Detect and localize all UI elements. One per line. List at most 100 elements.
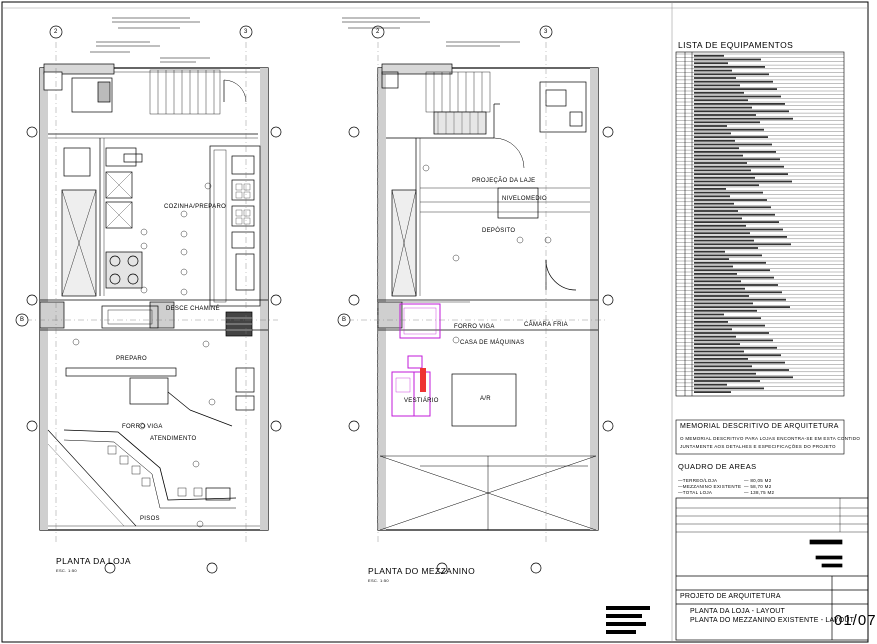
memorial-line-2: JUNTAMENTE AOS DETALHES E ESPECIFICAÇÕES…: [680, 444, 836, 449]
equipment-row-text: [694, 313, 724, 316]
equipment-row-text: [694, 383, 727, 386]
equipment-row-text: [694, 195, 730, 198]
equipment-row-text: [694, 114, 756, 116]
sheet-number: 01/07: [834, 612, 877, 629]
equipment-row-text: [694, 125, 727, 127]
areas-row-value-3: — 138,75 M2: [744, 490, 775, 495]
equipment-row-text: [694, 103, 785, 105]
equipment-list-title: LISTA DE EQUIPAMENTOS: [678, 40, 794, 50]
title-block: [675, 497, 869, 641]
areas-row-label-1: —TERREO/LOJA: [678, 478, 718, 483]
equipment-row-text: [694, 350, 744, 353]
equipment-row-text: [694, 361, 785, 364]
equipment-row-text: [694, 343, 740, 345]
room-label-preparo: PREPARO: [116, 356, 147, 362]
equipment-row-text: [694, 147, 739, 150]
equipment-row-text: [694, 143, 772, 146]
equipment-row-text: [694, 110, 789, 113]
equipment-row-text: [694, 221, 779, 223]
equipment-list-table: [675, 51, 845, 397]
equipment-row-text: [694, 88, 777, 90]
equipment-row-text: [694, 132, 731, 135]
equipment-row-text: [694, 339, 773, 342]
equipment-row-text: [694, 84, 740, 87]
equipment-row-text: [694, 191, 763, 194]
equipment-row-text: [694, 99, 748, 102]
memorial-box: [675, 419, 845, 455]
equipment-row-text: [694, 54, 724, 57]
grid-marker-b-store: B: [20, 317, 25, 323]
grid-marker-2-mezz: 2: [376, 29, 380, 35]
label-desce-chamine: DESCE CHAMINÉ: [166, 306, 220, 312]
equipment-row-text: [694, 95, 781, 98]
equipment-row-text: [694, 66, 765, 68]
equipment-row-text: [694, 58, 761, 61]
equipment-row-text: [694, 324, 765, 327]
equipment-row-text: [694, 276, 774, 279]
equipment-row-text: [694, 291, 782, 294]
label-forro-viga-mezz: FORRO VIGA: [454, 324, 495, 330]
equipment-row-text: [694, 380, 760, 382]
equipment-row-text: [694, 247, 758, 249]
equipment-row-text: [694, 321, 728, 323]
equipment-row-text: [694, 69, 732, 72]
equipment-row-text: [694, 302, 753, 305]
equipment-row-text: [694, 273, 737, 275]
equipment-row-text: [694, 261, 766, 264]
room-label-camara-fria: CÂMARA FRIA: [524, 322, 568, 328]
equipment-row-text: [694, 213, 775, 216]
label-vestiario: VESTIÁRIO: [404, 398, 439, 404]
equipment-row-text: [694, 121, 760, 124]
equipment-row-text: [694, 217, 742, 220]
equipment-row-text: [694, 80, 773, 83]
equipment-row-text: [694, 280, 741, 283]
equipment-row-text: [694, 199, 767, 201]
equipment-row-text: [694, 106, 752, 109]
equipment-row-text: [694, 224, 746, 227]
room-label-pisos: PISOS: [140, 516, 160, 522]
equipment-row-text: [694, 254, 762, 257]
equipment-row-text: [694, 173, 788, 175]
equipment-row-text: [694, 387, 764, 390]
equipment-row-text: [694, 258, 729, 260]
label-nivel: NIVELOMEDIO: [502, 196, 547, 202]
equipment-row-text: [694, 332, 769, 334]
equipment-row-text: [694, 117, 793, 120]
equipment-row-text: [694, 184, 759, 187]
equipment-row-text: [694, 250, 725, 253]
grid-marker-3-mezz: 3: [544, 29, 548, 35]
equipment-row-text: [694, 176, 755, 179]
equipment-row-text: [694, 346, 777, 349]
equipment-row-text: [694, 202, 734, 205]
store-grid-markers: [15, 25, 282, 574]
plan-scale-store: ESC. 1:50: [56, 568, 77, 573]
equipment-row-text: [694, 91, 744, 94]
equipment-row-text: [694, 136, 768, 138]
top-annotations: [90, 17, 520, 63]
equipment-row-text: [694, 365, 752, 368]
equipment-row-text: [694, 243, 791, 246]
title-block-project: PROJETO DE ARQUITETURA: [680, 593, 781, 600]
equipment-row-text: [694, 139, 735, 142]
equipment-row-text: [694, 210, 738, 212]
equipment-row-text: [694, 372, 756, 375]
equipment-row-text: [694, 309, 757, 312]
equipment-row-text: [694, 391, 731, 393]
equipment-row-text: [694, 287, 745, 290]
equipment-row-text: [694, 358, 748, 360]
equipment-row-text: [694, 154, 743, 157]
label-projecao-laje: PROJEÇÃO DA LAJE: [472, 178, 536, 184]
equipment-row-text: [694, 298, 786, 301]
plan-title-store: PLANTA DA LOJA: [56, 556, 131, 566]
equipment-row-text: [694, 335, 736, 338]
equipment-row-text: [694, 165, 784, 168]
equipment-row-text: [694, 151, 776, 153]
room-label-casa-maquinas: CASA DE MÁQUINAS: [460, 340, 525, 346]
plan-scale-mezzanine: ESC. 1:50: [368, 578, 389, 583]
equipment-row-text: [694, 376, 793, 379]
grid-marker-b-mezz: B: [342, 317, 347, 323]
equipment-row-text: [694, 169, 751, 172]
equipment-row-text: [694, 73, 769, 76]
signature-bars: [606, 606, 650, 634]
